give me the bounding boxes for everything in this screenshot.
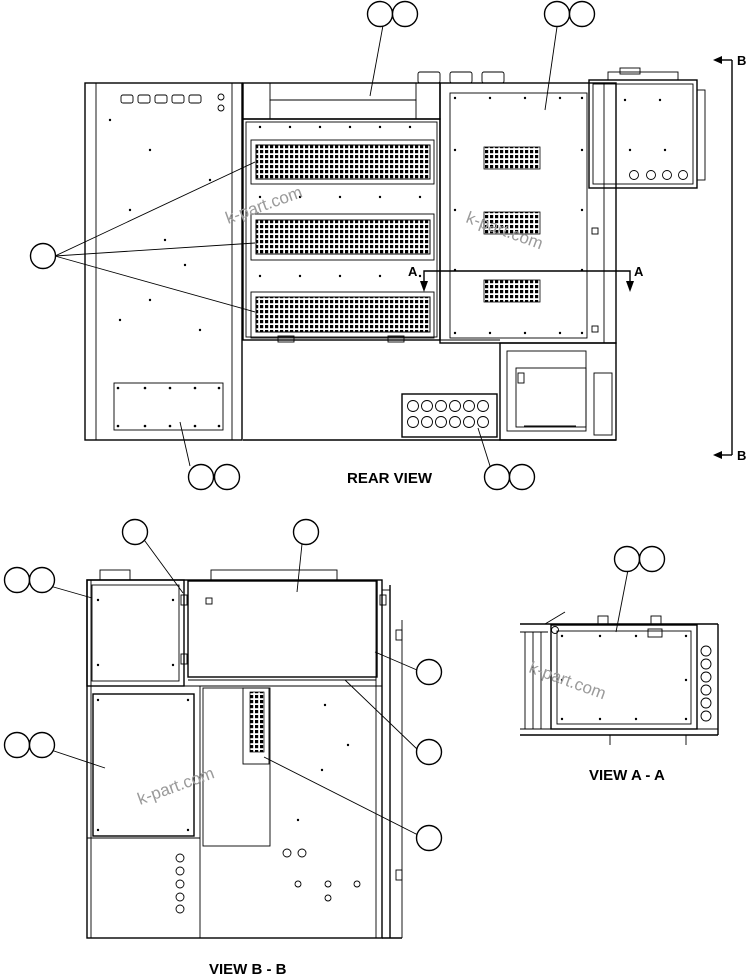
rear-view-caption: REAR VIEW xyxy=(347,470,433,487)
air-grille-middle xyxy=(255,219,431,255)
view-a-a: VIEW A - A xyxy=(520,545,719,784)
switch-column xyxy=(175,848,361,914)
air-grille-lower xyxy=(255,296,431,333)
watermark-4: k-part.com xyxy=(135,763,217,808)
terminal-strip xyxy=(249,691,265,753)
cable-entry-plate xyxy=(401,393,498,438)
access-panel-left xyxy=(113,382,224,431)
section-mark-a-right: A xyxy=(634,264,644,279)
watermark-3: k-part.com xyxy=(527,658,609,703)
section-mark-b-top: B xyxy=(737,53,746,68)
section-mark-a-left: A xyxy=(408,264,418,279)
callout-balloons-view-b xyxy=(3,518,443,852)
section-mark-b-bottom: B xyxy=(737,448,746,463)
rear-view: A A B B REAR VIEW xyxy=(29,0,746,491)
section-line-b: B B xyxy=(713,53,746,463)
side-glands xyxy=(700,645,712,722)
watermarks: k-part.com k-part.com k-part.com k-part.… xyxy=(135,182,609,808)
junction-box-glands xyxy=(629,170,688,180)
callout-balloons-view-a xyxy=(613,545,666,633)
air-grille-upper xyxy=(255,144,431,180)
callout-balloons-rear xyxy=(29,0,596,491)
indicator-lamps xyxy=(120,93,225,112)
view-a-caption: VIEW A - A xyxy=(589,767,665,784)
section-line-a: A A xyxy=(408,264,644,292)
view-b-caption: VIEW B - B xyxy=(209,961,287,975)
view-b-b: VIEW B - B xyxy=(3,518,443,975)
cable-entry-glands xyxy=(407,400,489,428)
terminal-block-group xyxy=(483,146,541,303)
